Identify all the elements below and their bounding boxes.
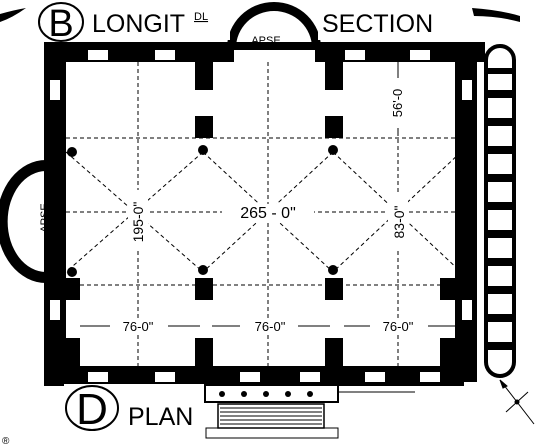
plan-letter: D xyxy=(76,385,108,434)
inner-height-dimension: 83-0" xyxy=(391,205,407,238)
bay-3-dimension: 76-0" xyxy=(383,319,414,334)
section-title: B LONGIT DL SECTION xyxy=(0,0,520,45)
interior-piers xyxy=(66,62,455,368)
entrance-porch xyxy=(204,386,415,439)
north-arrow-icon xyxy=(499,379,535,425)
dimension-labels: 265 - 0" 195-0" 83-0" 56'-0 76-0" 76-0" … xyxy=(110,78,428,334)
corner-mark: ® xyxy=(2,436,10,445)
bay-1-dimension: 76-0" xyxy=(123,319,154,334)
section-label-part2: SECTION xyxy=(322,10,433,38)
section-label-part1: LONGIT xyxy=(92,10,185,38)
plan-label: PLAN xyxy=(128,403,193,431)
right-wall-blocks xyxy=(455,104,477,264)
section-label-sup: DL xyxy=(194,11,208,23)
top-apse-wall xyxy=(227,2,321,48)
width-dimension: 195-0" xyxy=(130,202,146,243)
left-apse-wall xyxy=(0,160,46,283)
bay-depth-dimension: 56'-0 xyxy=(390,89,405,118)
plan-title: D PLAN xyxy=(64,384,204,434)
right-aisle-colonnade xyxy=(484,44,516,378)
bay-2-dimension: 76-0" xyxy=(255,319,286,334)
top-apse-label: APSE xyxy=(251,35,280,47)
length-dimension: 265 - 0" xyxy=(240,205,296,222)
wall-niches xyxy=(50,50,472,382)
section-letter: B xyxy=(48,3,73,45)
left-apse-label: APSE xyxy=(39,203,51,232)
